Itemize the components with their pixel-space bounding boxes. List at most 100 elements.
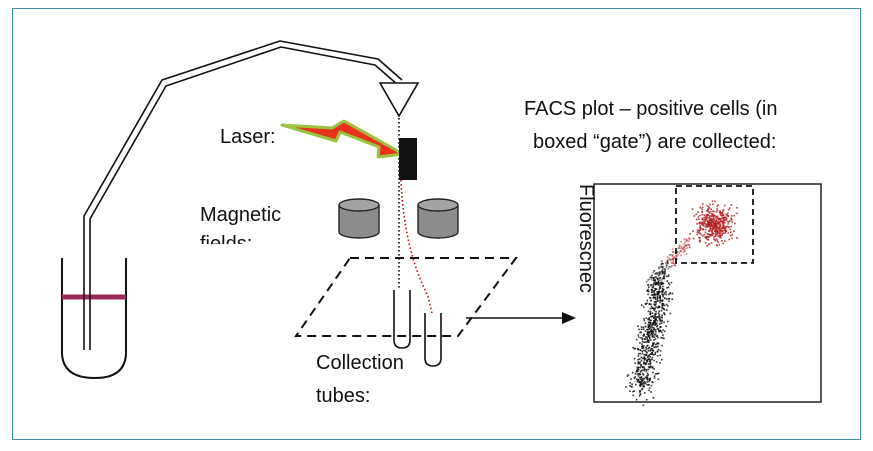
scatter-dot bbox=[658, 284, 660, 286]
scatter-dot bbox=[731, 237, 733, 240]
scatter-dot bbox=[706, 223, 708, 226]
scatter-dot bbox=[726, 214, 728, 216]
scatter-dot bbox=[653, 377, 656, 379]
scatter-dot bbox=[706, 224, 708, 227]
scatter-dot bbox=[650, 326, 652, 329]
scatter-dot bbox=[708, 221, 710, 224]
scatter-dot bbox=[654, 373, 657, 375]
scatter-dot bbox=[714, 230, 717, 232]
scatter-dot bbox=[703, 221, 705, 223]
scatter-dot bbox=[659, 354, 661, 357]
scatter-dot bbox=[659, 319, 662, 321]
scatter-dot bbox=[722, 221, 725, 224]
scatter-dot bbox=[632, 346, 634, 349]
scatter-dot bbox=[653, 359, 655, 362]
magnet-left bbox=[338, 198, 380, 239]
scatter-dot bbox=[719, 222, 721, 224]
scatter-dot bbox=[656, 322, 658, 325]
scatter-dot bbox=[721, 227, 723, 230]
scatter-dot bbox=[655, 335, 658, 337]
scatter-dot bbox=[714, 231, 717, 234]
scatter-dot bbox=[676, 250, 679, 253]
nozzle bbox=[378, 82, 420, 118]
scatter-dot bbox=[642, 372, 644, 375]
scatter-dot bbox=[731, 215, 733, 217]
scatter-dot bbox=[670, 281, 673, 284]
scatter-dot bbox=[641, 357, 644, 360]
scatter-dot bbox=[680, 240, 682, 243]
scatter-dot bbox=[650, 284, 652, 286]
scatter-dot bbox=[665, 303, 668, 306]
scatter-dot bbox=[704, 236, 706, 238]
scatter-dot bbox=[667, 268, 670, 270]
scatter-dot bbox=[654, 273, 657, 275]
scatter-dot bbox=[680, 254, 682, 257]
scatter-dot bbox=[718, 218, 721, 221]
scatter-dot bbox=[672, 259, 675, 262]
scatter-dot bbox=[725, 225, 727, 228]
scatter-dot bbox=[670, 265, 672, 268]
scatter-dot bbox=[711, 213, 713, 215]
scatter-dot bbox=[648, 286, 650, 289]
scatter-dot bbox=[691, 208, 694, 210]
scatter-dot bbox=[676, 255, 678, 257]
scatter-dot bbox=[653, 309, 656, 312]
scatter-dot bbox=[648, 325, 651, 327]
scatter-dot bbox=[661, 273, 663, 275]
scatter-dot bbox=[650, 319, 652, 322]
scatter-dot bbox=[724, 240, 726, 242]
scatter-dot bbox=[672, 258, 675, 261]
scatter-dot bbox=[639, 393, 642, 395]
scatter-dot bbox=[700, 227, 702, 230]
scatter-dot bbox=[652, 344, 654, 347]
scatter-dot bbox=[719, 213, 722, 215]
scatter-dot bbox=[660, 326, 662, 328]
scatter-dot bbox=[639, 366, 641, 369]
scatter-dot bbox=[679, 247, 681, 250]
scatter-dot bbox=[642, 404, 645, 407]
scatter-dot bbox=[662, 277, 664, 280]
scatter-dot bbox=[661, 268, 664, 271]
scatter-dot bbox=[699, 222, 702, 224]
scatter-dot bbox=[728, 208, 730, 211]
scatter-dot bbox=[644, 354, 647, 356]
scatter-dot bbox=[642, 347, 645, 349]
scatter-dot bbox=[707, 208, 709, 210]
scatter-dot bbox=[654, 288, 657, 290]
scatter-dot bbox=[725, 229, 727, 231]
scatter-dot bbox=[649, 297, 651, 299]
magnetic-label-clip: fields: bbox=[200, 232, 300, 244]
scatter-dot bbox=[652, 296, 655, 298]
scatter-dot bbox=[704, 228, 707, 231]
scatter-dot bbox=[692, 237, 694, 239]
scatter-dot bbox=[649, 313, 651, 315]
scatter-dot bbox=[699, 214, 701, 217]
scatter-dot bbox=[648, 319, 651, 321]
scatter-dot bbox=[722, 210, 724, 213]
scatter-dot bbox=[707, 236, 709, 238]
scatter-dot bbox=[710, 220, 713, 222]
scatter-dot bbox=[643, 341, 645, 343]
scatter-dot bbox=[646, 376, 649, 379]
scatter-dot bbox=[708, 224, 711, 226]
scatter-dot bbox=[653, 339, 655, 341]
scatter-dot bbox=[641, 345, 644, 347]
scatter-dot bbox=[724, 219, 727, 221]
scatter-dot bbox=[672, 251, 674, 253]
scatter-dot bbox=[678, 245, 681, 247]
scatter-dot bbox=[659, 297, 661, 300]
scatter-dot bbox=[632, 390, 634, 393]
scatter-dot bbox=[659, 362, 661, 364]
scatter-dot bbox=[666, 280, 669, 282]
scatter-dot bbox=[708, 207, 711, 209]
scatter-dot bbox=[718, 244, 720, 246]
scatter-dot bbox=[661, 320, 663, 322]
scatter-dot bbox=[715, 223, 717, 226]
scatter-dot bbox=[661, 316, 663, 319]
scatter-dot bbox=[658, 329, 660, 332]
scatter-dot bbox=[650, 391, 652, 393]
scatter-dot bbox=[684, 245, 686, 248]
scatter-dot bbox=[711, 234, 713, 236]
scatter-dot bbox=[672, 248, 674, 250]
scatter-dot bbox=[711, 200, 714, 202]
